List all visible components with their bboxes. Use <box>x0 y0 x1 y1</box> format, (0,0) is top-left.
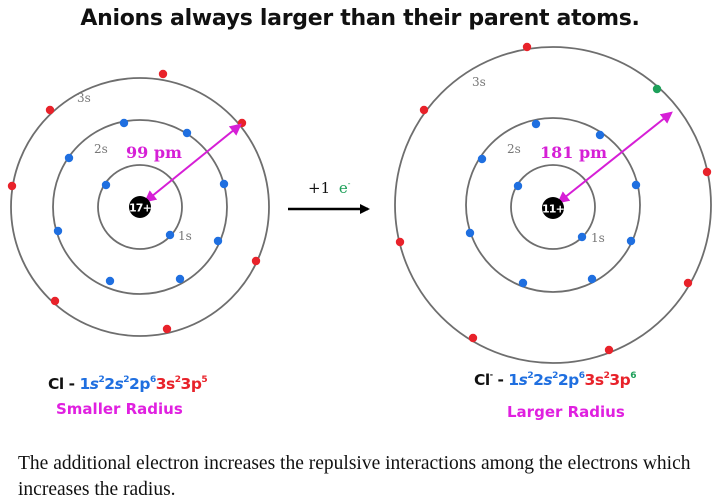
nucleus-charge: 11+ <box>542 203 565 216</box>
shell-1-orbit <box>97 164 183 250</box>
shell-label-3s: 3s <box>77 91 91 105</box>
radius-arrow <box>144 123 242 203</box>
separator: - <box>68 375 75 393</box>
shell-3-orbit <box>394 46 712 364</box>
shell-label-2s: 2s <box>507 142 521 156</box>
electron-symbol: e <box>339 179 348 197</box>
size-caption-cl-ion: Larger Radius <box>507 403 625 421</box>
reaction-arrow: +1 e- <box>288 179 370 214</box>
ion-charge: - <box>489 370 493 379</box>
shell-label-3s: 3s <box>472 75 486 89</box>
added-electron <box>652 84 662 94</box>
element-symbol: Cl <box>474 371 490 389</box>
radius-value: 181 pm <box>540 143 607 162</box>
chloride-ion-model: 3s 2s 1s 181 pm 11+ <box>394 42 712 364</box>
added-electron-count: +1 <box>308 179 330 197</box>
shell-2-orbit <box>52 119 228 295</box>
separator: - <box>497 371 504 389</box>
chlorine-atom-model: 3s 2s 1s 99 pm 17+ <box>7 69 270 337</box>
svg-text:+1 e-: +1 e- <box>308 179 351 197</box>
shell-2-orbit <box>465 117 641 293</box>
nucleus <box>542 197 564 219</box>
radius-value: 99 pm <box>126 143 182 162</box>
shell-1-orbit <box>510 164 596 250</box>
explanation-text: The additional electron increases the re… <box>18 453 691 500</box>
electron-configuration-cl-ion: Cl- - 1s22s22p63s23p6 <box>474 370 637 389</box>
element-symbol: Cl <box>48 375 64 393</box>
valence-electrons <box>7 69 261 334</box>
diagram-title: Anions always larger than their parent a… <box>80 6 640 31</box>
shell-label-1s: 1s <box>591 231 605 245</box>
size-caption-cl: Smaller Radius <box>56 400 183 418</box>
radius-arrow <box>557 111 673 204</box>
shell-label-2s: 2s <box>94 142 108 156</box>
shell-3-orbit <box>10 77 270 337</box>
electron-charge: - <box>348 179 351 188</box>
nucleus <box>129 196 151 218</box>
valence-electrons <box>395 42 712 355</box>
shell-label-1s: 1s <box>178 229 192 243</box>
electron-configuration-cl: Cl - 1s22s22p63s23p5 <box>48 375 208 393</box>
nucleus-charge: 17+ <box>129 202 152 215</box>
